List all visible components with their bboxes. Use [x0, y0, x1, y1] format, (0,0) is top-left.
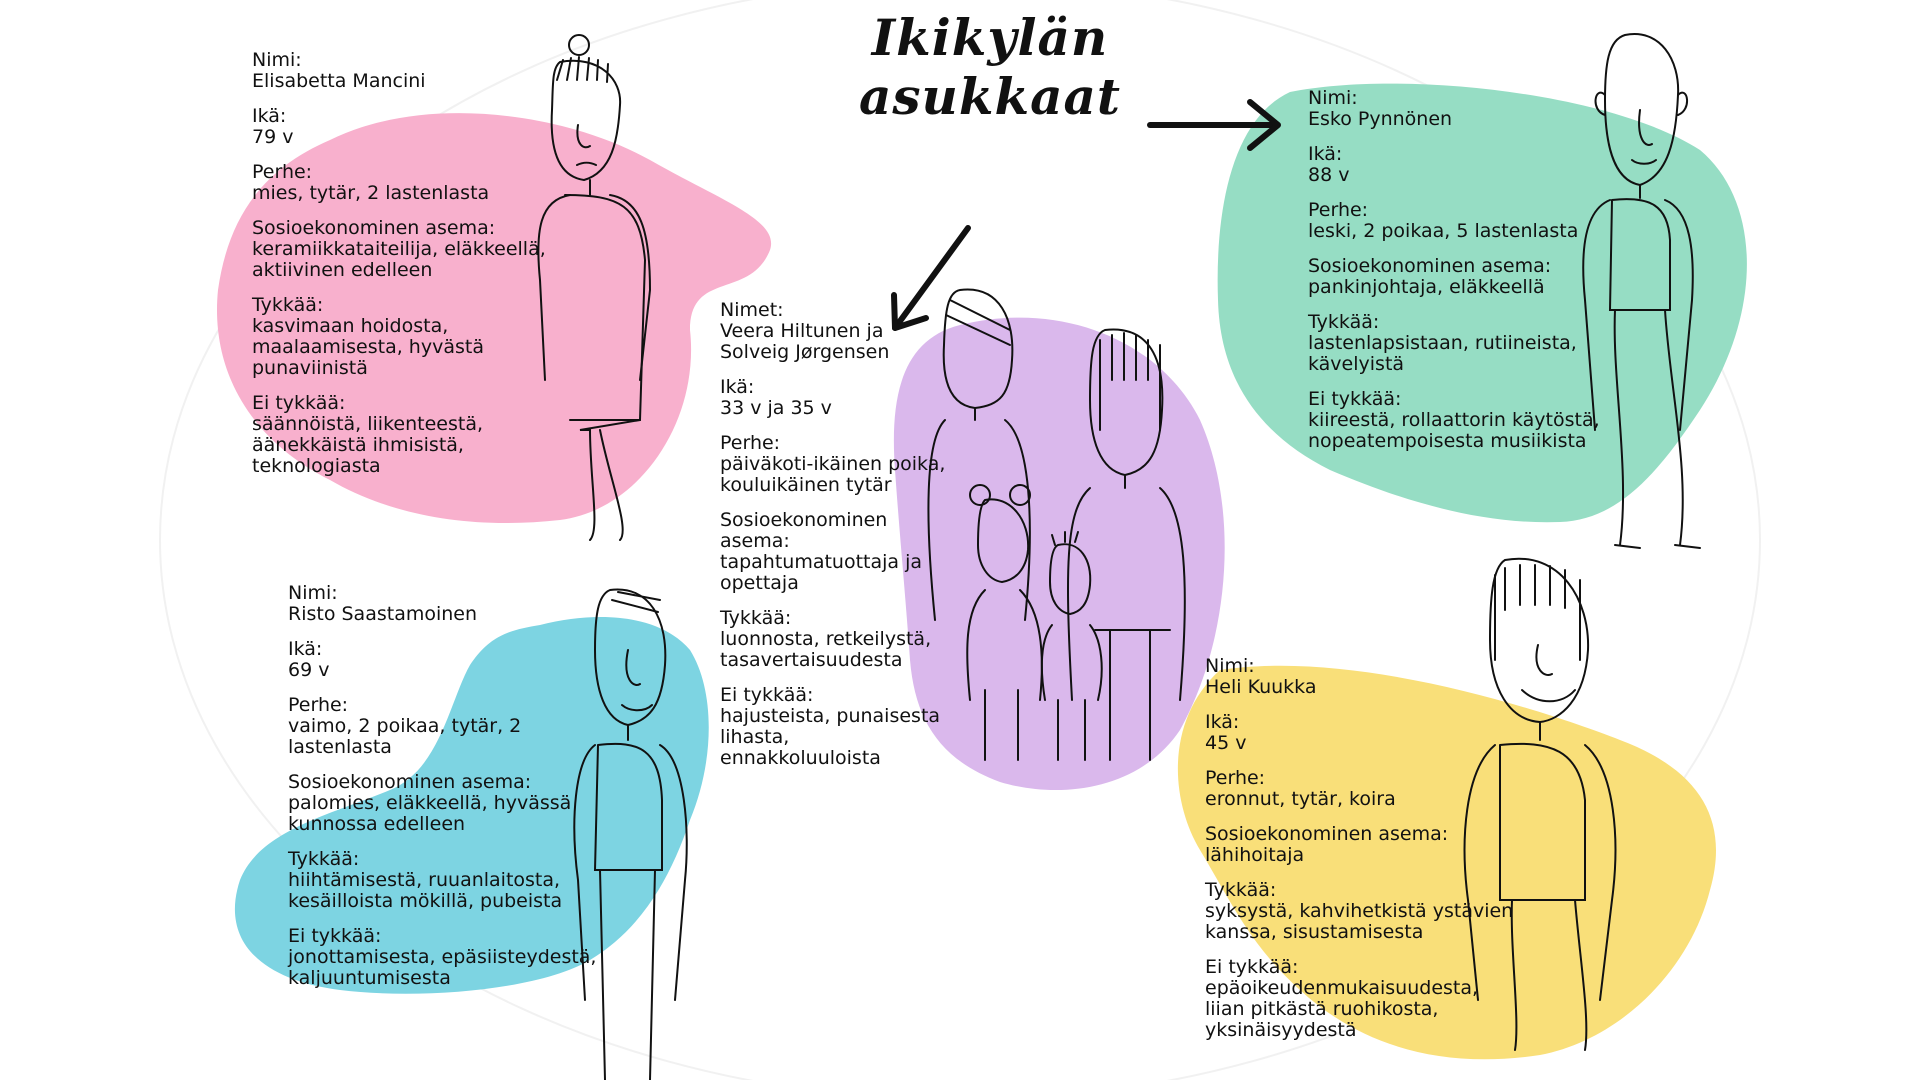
name-value: Heli Kuukka — [1205, 676, 1317, 698]
family-label: Perhe: — [288, 694, 349, 716]
age-label: Ikä: — [252, 105, 287, 127]
family-label: Perhe: — [1308, 199, 1369, 221]
family-value: päiväkoti-ikäinen poika, kouluikäinen ty… — [720, 453, 946, 496]
elisabetta-figure-icon — [537, 34, 652, 541]
arrow-right-icon — [1147, 99, 1281, 151]
resident-card: Nimi: Risto Saastamoinen Ikä: 69 v Perhe… — [288, 583, 618, 1003]
status-label: Sosioekonominen asema: — [720, 509, 888, 552]
arrow-down-left-icon — [891, 225, 971, 331]
poster-title: Ikikylän asukkaat — [858, 8, 1122, 126]
likes-label: Tykkää: — [720, 607, 792, 629]
status-label: Sosioekonominen asema: — [288, 771, 532, 793]
age-label: Ikä: — [1205, 711, 1240, 733]
status-value: tapahtumatuottaja ja opettaja — [720, 551, 923, 594]
dislikes-value: hajusteista, punaisesta lihasta, ennakko… — [720, 705, 941, 769]
family-label: Perhe: — [720, 432, 781, 454]
status-label: Sosioekonominen asema: — [1308, 255, 1552, 277]
likes-label: Tykkää: — [288, 848, 360, 870]
dislikes-value: epäoikeudenmukaisuudesta, liian pitkästä… — [1205, 977, 1479, 1041]
likes-value: syksystä, kahvihetkistä ystävien kanssa,… — [1205, 900, 1514, 943]
family-value: eronnut, tytär, koira — [1205, 788, 1396, 810]
likes-value: luonnosta, retkeilystä, tasavertaisuudes… — [720, 628, 932, 671]
status-label: Sosioekonominen asema: — [252, 217, 496, 239]
likes-label: Tykkää: — [252, 294, 324, 316]
likes-value: hiihtämisestä, ruuanlaitosta, kesäillois… — [288, 869, 563, 912]
age-value: 79 v — [252, 126, 294, 148]
name-label: Nimet: — [720, 299, 784, 321]
resident-card: Nimi: Esko Pynnönen Ikä: 88 v Perhe: les… — [1308, 88, 1608, 466]
lavender-blob — [893, 317, 1225, 791]
status-value: lähihoitaja — [1205, 844, 1305, 866]
resident-card: Nimi: Elisabetta Mancini Ikä: 79 v Perhe… — [252, 50, 582, 491]
name-value: Esko Pynnönen — [1308, 108, 1453, 130]
cyan-blob — [234, 617, 709, 994]
status-label: Sosioekonominen asema: — [1205, 823, 1449, 845]
esko-figure-icon — [1582, 33, 1701, 549]
likes-value: lastenlapsistaan, rutiineista, kävelyist… — [1308, 332, 1577, 375]
name-value: Elisabetta Mancini — [252, 70, 426, 92]
resident-card: Nimi: Heli Kuukka Ikä: 45 v Perhe: eronn… — [1205, 656, 1535, 1055]
name-label: Nimi: — [252, 49, 302, 71]
mint-blob — [1217, 83, 1747, 523]
status-value: keramiikkataiteilija, eläkkeellä, aktiiv… — [252, 238, 546, 281]
name-value: Risto Saastamoinen — [288, 603, 478, 625]
age-label: Ikä: — [288, 638, 323, 660]
name-value: Veera Hiltunen ja Solveig Jørgensen — [720, 320, 890, 363]
dislikes-label: Ei tykkää: — [1205, 956, 1299, 978]
dislikes-label: Ei tykkää: — [720, 684, 814, 706]
dislikes-value: jonottamisesta, epäsiisteydestä, kaljuun… — [288, 946, 597, 989]
name-label: Nimi: — [1308, 87, 1358, 109]
family-value: mies, tytär, 2 lastenlasta — [252, 182, 490, 204]
likes-label: Tykkää: — [1205, 879, 1277, 901]
dislikes-value: kiireestä, rollaattorin käytöstä, nopeat… — [1308, 409, 1600, 452]
family-figures-icon — [927, 288, 1186, 761]
likes-label: Tykkää: — [1308, 311, 1380, 333]
age-value: 69 v — [288, 659, 330, 681]
heli-figure-icon — [1463, 557, 1617, 1051]
family-value: leski, 2 poikaa, 5 lastenlasta — [1308, 220, 1579, 242]
family-value: vaimo, 2 poikaa, tytär, 2 lastenlasta — [288, 715, 522, 758]
age-value: 88 v — [1308, 164, 1350, 186]
status-value: palomies, eläkkeellä, hyvässä kunnossa e… — [288, 792, 572, 835]
name-label: Nimi: — [1205, 655, 1255, 677]
age-label: Ikä: — [720, 376, 755, 398]
family-label: Perhe: — [1205, 767, 1266, 789]
age-value: 45 v — [1205, 732, 1247, 754]
resident-card: Nimet: Veera Hiltunen ja Solveig Jørgens… — [720, 300, 950, 783]
age-value: 33 v ja 35 v — [720, 397, 832, 419]
dislikes-label: Ei tykkää: — [252, 392, 346, 414]
dislikes-label: Ei tykkää: — [288, 925, 382, 947]
age-label: Ikä: — [1308, 143, 1343, 165]
status-value: pankinjohtaja, eläkkeellä — [1308, 276, 1545, 298]
risto-figure-icon — [573, 588, 688, 1080]
family-label: Perhe: — [252, 161, 313, 183]
dislikes-label: Ei tykkää: — [1308, 388, 1402, 410]
dislikes-value: säännöistä, liikenteestä, äänekkäistä ih… — [252, 413, 483, 477]
background-circle — [159, 0, 1761, 1080]
likes-value: kasvimaan hoidosta, maalaamisesta, hyväs… — [252, 315, 484, 379]
name-label: Nimi: — [288, 582, 338, 604]
